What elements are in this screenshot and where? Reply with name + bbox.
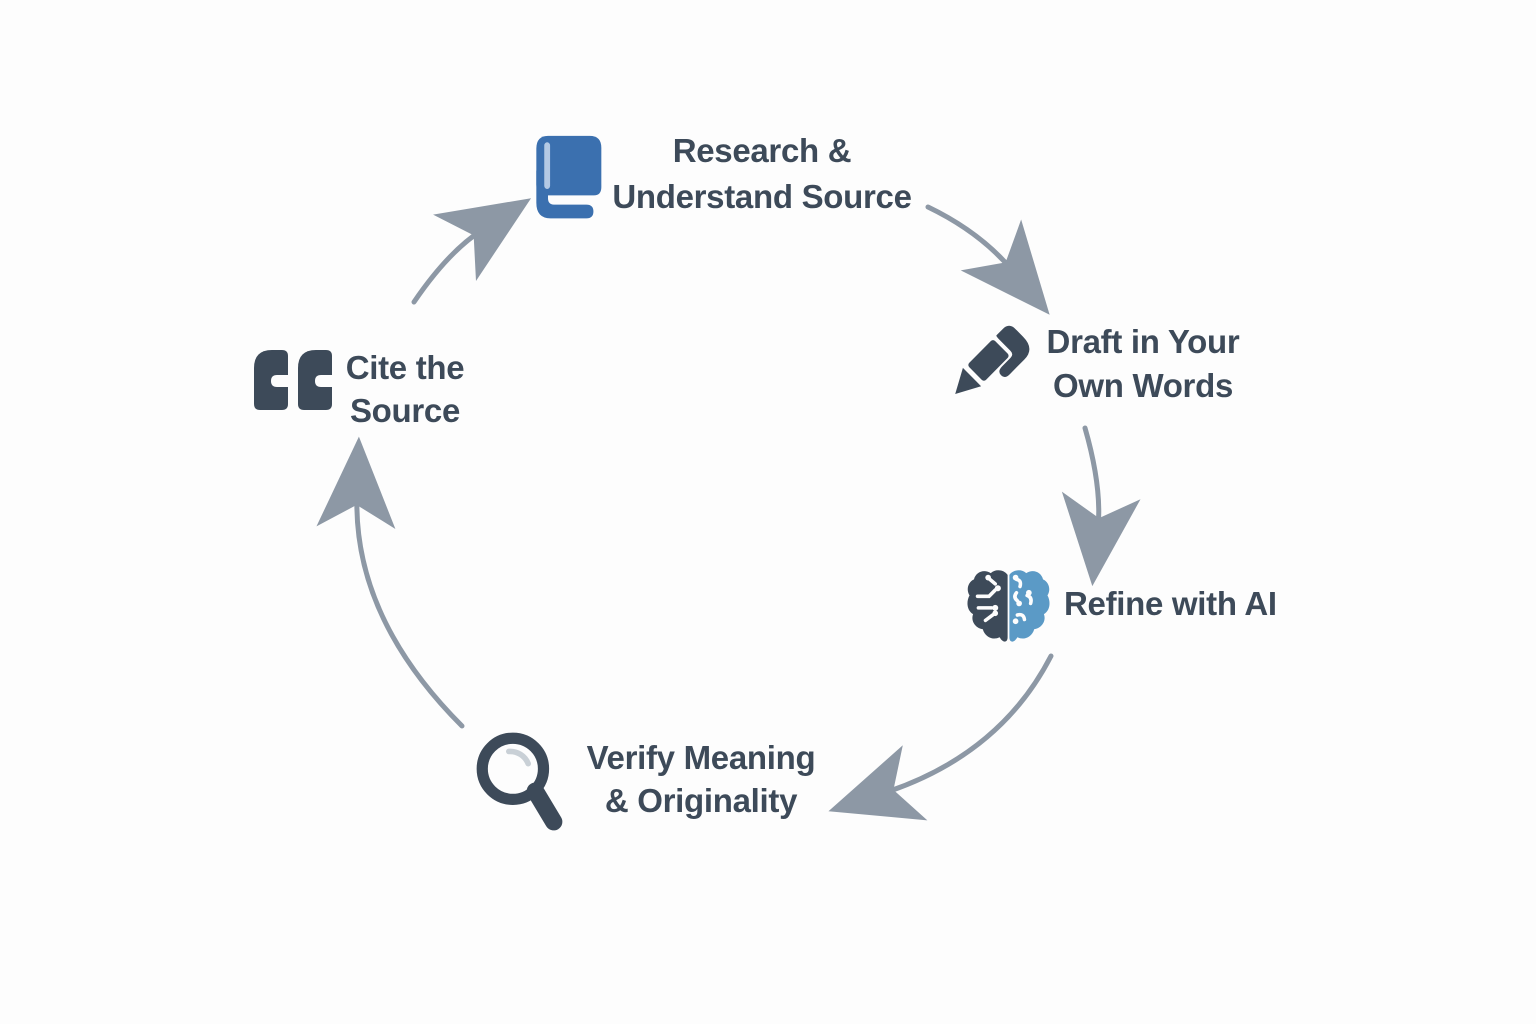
arrow-cite-to-research — [411, 198, 532, 305]
step-label-line: Refine with AI — [1064, 585, 1277, 622]
step-label-draft: Draft in Your Own Words — [1042, 320, 1244, 408]
step-label-line: Verify Meaning — [586, 739, 816, 776]
step-label-line: Cite the — [345, 349, 465, 386]
step-label-line: Research & — [672, 132, 852, 169]
pen-icon — [955, 325, 1030, 394]
book-icon — [536, 135, 602, 219]
step-label-line: & Originality — [604, 782, 798, 819]
step-label-line: Source — [349, 392, 461, 429]
step-label-line: Own Words — [1052, 367, 1234, 404]
magnifier-icon — [476, 732, 563, 831]
step-label-research: Research & Understand Source — [610, 128, 914, 220]
arrow-research-to-draft — [925, 204, 1050, 315]
step-label-line: Understand Source — [612, 178, 912, 215]
step-label-verify: Verify Meaning & Originality — [578, 736, 824, 822]
arrow-refine-to-verify — [828, 653, 1054, 821]
arrow-draft-to-refine — [1061, 425, 1141, 587]
step-label-cite: Cite the Source — [338, 346, 472, 432]
step-label-refine: Refine with AI — [1064, 586, 1284, 622]
brain-icon — [967, 570, 1050, 642]
step-label-line: Draft in Your — [1046, 323, 1240, 360]
arrow-verify-to-cite — [316, 436, 465, 729]
quote-icon — [254, 350, 332, 410]
